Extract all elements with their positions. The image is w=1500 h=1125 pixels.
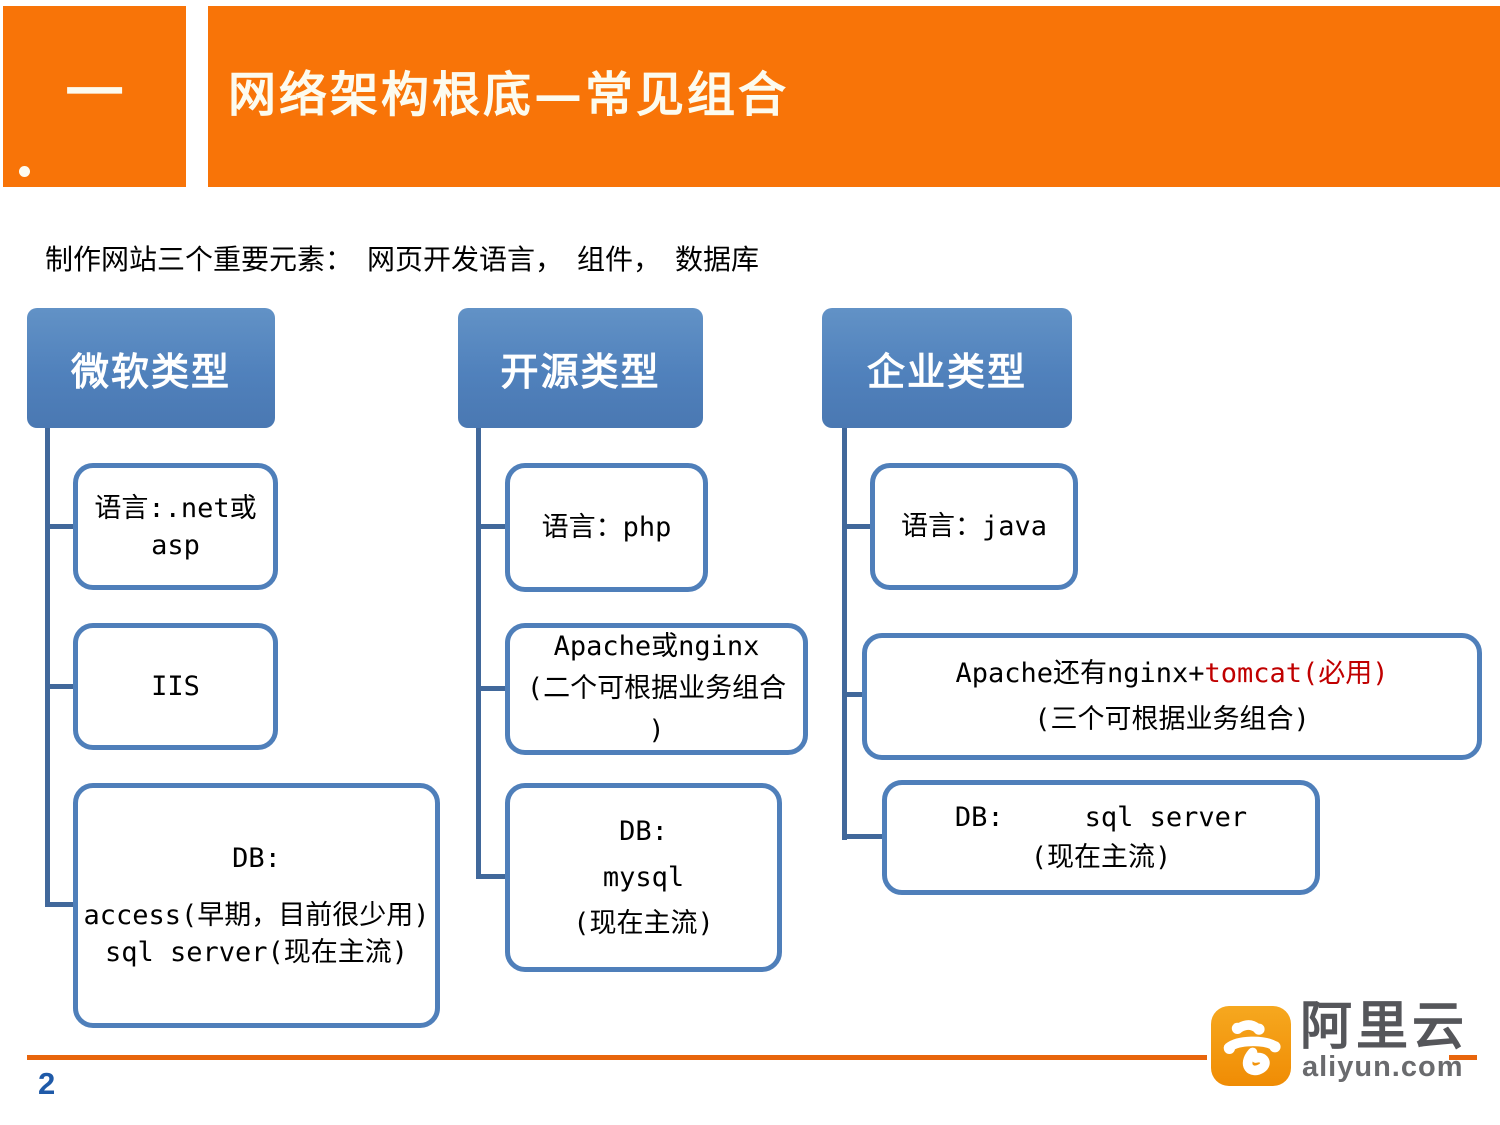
node-iis: IIS <box>73 623 278 750</box>
node-line: 语言：java <box>900 511 1048 542</box>
node-line: IIS <box>151 671 200 702</box>
node-line-black-segment: Apache还有nginx+ <box>955 657 1205 689</box>
node-apache-nginx-tomcat: Apache还有nginx+tomcat(必用) (三个可根据业务组合) <box>862 633 1482 760</box>
node-line: (二个可根据业务组合 <box>526 673 787 704</box>
node-db-mysql: DB: mysql (现在主流) <box>505 783 782 972</box>
connector-col3-stub2 <box>845 692 865 697</box>
node-opensource-type: 开源类型 <box>458 308 703 428</box>
footer-rule-right <box>1449 1055 1477 1060</box>
node-apache-nginx: Apache或nginx (二个可根据业务组合 ) <box>505 623 808 755</box>
node-line: Apache还有nginx+tomcat(必用) <box>955 651 1388 697</box>
node-line: Apache或nginx <box>553 631 760 662</box>
node-line: access(早期，目前很少用) <box>83 900 430 931</box>
node-line: DB: <box>619 815 668 847</box>
connector-col3-stub1 <box>845 524 872 529</box>
node-line: 语言：php <box>541 512 672 543</box>
connector-col1-vline <box>45 428 50 907</box>
node-lang-php: 语言：php <box>505 463 708 592</box>
node-lang-net-asp: 语言:.net或 asp <box>73 463 278 590</box>
footer-rule-left <box>27 1055 1207 1060</box>
node-line: ) <box>648 715 665 746</box>
connector-col2-vline <box>476 428 481 879</box>
connector-col3-vline <box>842 428 847 840</box>
node-line: DB: sql server <box>954 801 1248 833</box>
node-line: 语言:.net或 <box>94 492 257 524</box>
node-enterprise-type: 企业类型 <box>822 308 1072 428</box>
header-title-bar <box>208 6 1500 187</box>
connector-col1-stub2 <box>48 684 75 689</box>
aliyun-logo-text: 阿里云 <box>1300 998 1469 1056</box>
connector-col2-stub3 <box>479 874 505 879</box>
node-line: DB: <box>232 843 281 874</box>
aliyun-logo-domain: aliyun.com <box>1302 1051 1464 1083</box>
node-line-red-segment: tomcat(必用) <box>1204 657 1389 689</box>
node-db-sqlserver: DB: sql server (现在主流) <box>882 780 1320 895</box>
subtitle-text: 制作网站三个重要元素： 网页开发语言， 组件， 数据库 <box>45 243 760 276</box>
node-line: (三个可根据业务组合) <box>1034 703 1310 735</box>
node-line: mysql <box>602 861 685 893</box>
page-title: 网络架构根底—常见组合 <box>228 67 790 123</box>
header-index-block: 一 <box>3 6 186 187</box>
node-line: (现在主流) <box>573 907 714 939</box>
node-line: asp <box>151 529 200 561</box>
node-lang-java: 语言：java <box>870 463 1078 590</box>
connector-col2-stub1 <box>479 524 505 529</box>
node-db-access-sqlserver: DB: access(早期，目前很少用) sql server(现在主流) <box>73 783 440 1028</box>
node-line: (现在主流) <box>1030 841 1172 873</box>
connector-col1-stub1 <box>48 524 75 529</box>
node-microsoft-type: 微软类型 <box>27 308 275 428</box>
node-line: sql server(现在主流) <box>104 937 409 968</box>
section-index: 一 <box>65 58 124 127</box>
page-number: 2 <box>38 1066 56 1101</box>
connector-col3-stub3 <box>845 834 882 839</box>
aliyun-cloud-icon <box>1211 1006 1291 1086</box>
connector-col2-stub2 <box>479 686 505 691</box>
bullet-dot-icon <box>19 166 30 177</box>
connector-col1-stub3 <box>48 902 75 907</box>
